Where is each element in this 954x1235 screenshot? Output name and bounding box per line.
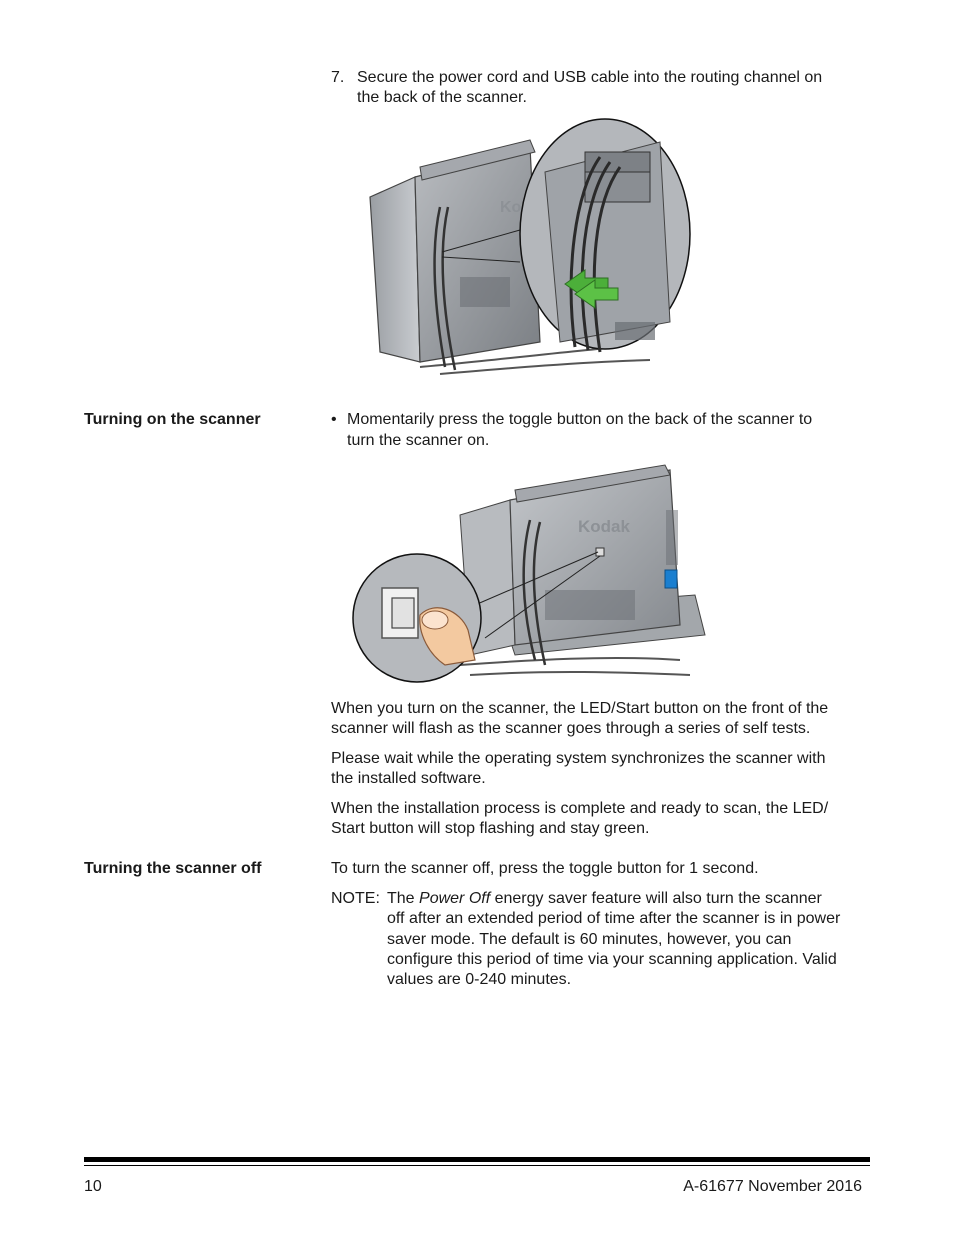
section-heading-turning-on: Turning on the scanner [84,411,261,428]
section-heading-turning-off: Turning the scanner off [84,860,262,877]
paragraph-1-line1: When you turn on the scanner, the LED/St… [331,700,829,717]
finger-icon [419,607,476,666]
note-line-5: values are 0-240 minutes. [387,971,572,988]
note-line-3: saver mode. The default is 60 minutes, h… [387,931,792,948]
note-line-4: configure this period of time via your s… [387,951,837,968]
paragraph-3-line1: When the installation process is complet… [331,800,829,817]
paragraph-1-line2: scanner will flash as the scanner goes t… [331,720,811,737]
page-number: 10 [84,1178,102,1195]
note-feature-name: Power Off [419,890,491,907]
step-text-line2: the back of the scanner. [357,89,527,106]
turning-off-text: To turn the scanner off, press the toggl… [331,860,759,877]
note-post: energy saver feature will also turn the … [490,890,822,907]
note-pre: The [387,890,420,907]
brand-logo: Kodak [578,517,631,536]
cable-routing-figure: Kodak [360,112,692,382]
note-line-2: off after an extended period of time aft… [387,910,841,927]
paragraph-2-line1: Please wait while the operating system s… [331,750,826,767]
footer-rule-thick [84,1157,870,1162]
step-text-line1: Secure the power cord and USB cable into… [357,69,823,86]
step-number: 7. [331,69,345,86]
footer-rule-thin [84,1165,870,1166]
paragraph-2-line2: the installed software. [331,770,486,787]
bullet-marker: • [331,411,337,428]
paragraph-3-line2: Start button will stop flashing and stay… [331,820,650,837]
toggle-button-figure: Kodak [350,460,708,688]
note-first-line: The Power Off energy saver feature will … [387,889,822,909]
bullet-text-line1: Momentarily press the toggle button on t… [347,411,813,428]
arrow-icon [564,269,619,309]
bullet-text-line2: turn the scanner on. [347,432,490,449]
document-info: A-61677 November 2016 [683,1178,862,1195]
note-label: NOTE: [331,890,380,907]
